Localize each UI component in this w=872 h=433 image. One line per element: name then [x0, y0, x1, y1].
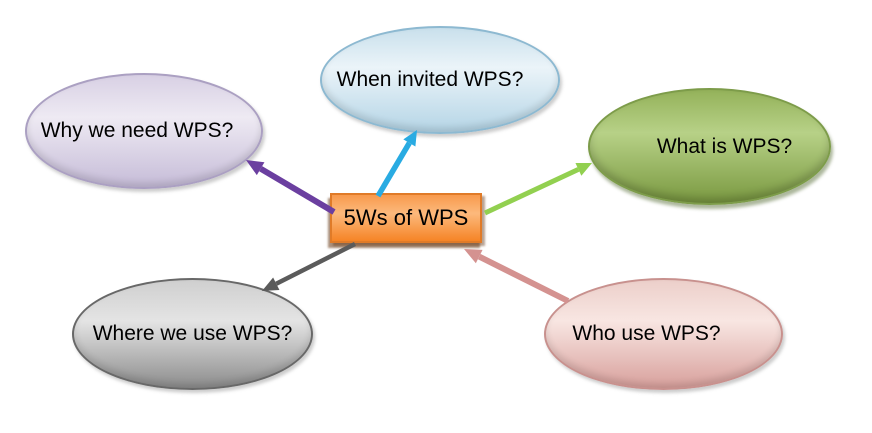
center-topic-label: 5Ws of WPS — [343, 205, 469, 230]
node-what-is-label: What is WPS? — [656, 134, 793, 158]
center-topic-box: 5Ws of WPS — [330, 193, 482, 243]
node-why-we-need-label: Why we need WPS? — [40, 119, 234, 142]
node-who-use-label: Who use WPS? — [572, 322, 721, 345]
node-where-we-use-label: Where we use WPS? — [92, 322, 293, 345]
arrow-what-line — [483, 167, 580, 216]
arrow-who-line — [477, 253, 570, 304]
arrow-who-head — [464, 249, 483, 264]
node-who-use: Who use WPS? — [544, 278, 783, 390]
node-when-invited-label: When invited WPS? — [336, 68, 524, 91]
node-what-is: What is WPS? — [588, 88, 831, 205]
node-when-invited: When invited WPS? — [320, 26, 560, 134]
arrow-why-line — [259, 166, 336, 215]
arrow-what-head — [575, 163, 592, 176]
arrow-why-head — [246, 160, 265, 176]
arrow-where-line — [275, 241, 357, 286]
arrow-when-line — [375, 141, 412, 198]
node-where-we-use: Where we use WPS? — [72, 278, 313, 390]
node-why-we-need: Why we need WPS? — [25, 73, 263, 189]
